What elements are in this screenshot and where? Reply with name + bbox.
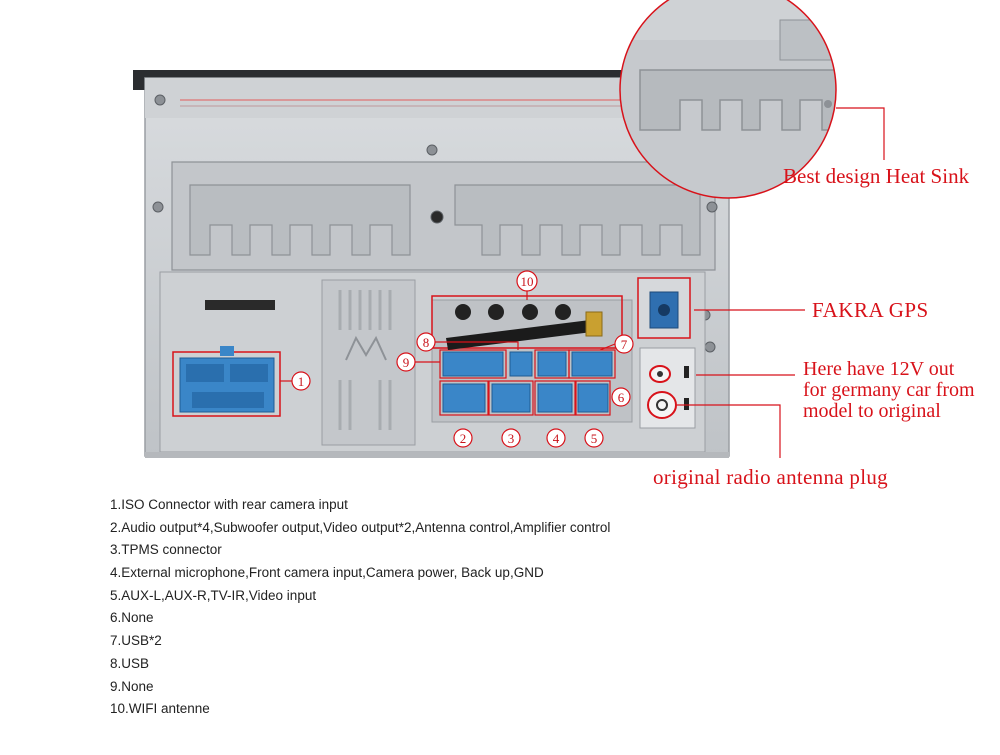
marker-4: 4 [546, 428, 566, 448]
svg-text:8: 8 [423, 335, 430, 350]
legend-item: 6.None [110, 610, 154, 626]
legend-item: 5.AUX-L,AUX-R,TV-IR,Video input [110, 587, 317, 603]
svg-text:1: 1 [298, 374, 305, 389]
port-block [431, 295, 633, 423]
svg-text:6: 6 [618, 390, 625, 405]
12v-out-line-1: Here have 12V out [803, 358, 955, 380]
marker-9: 9 [396, 352, 416, 372]
marker-3: 3 [501, 428, 521, 448]
legend-item: 2.Audio output*4,Subwoofer output,Video … [110, 519, 611, 535]
svg-text:10: 10 [521, 274, 534, 289]
iso-connector [172, 346, 281, 417]
marker-7: 7 [614, 334, 634, 354]
svg-text:4: 4 [553, 431, 560, 446]
marker-5: 5 [584, 428, 604, 448]
12v-out-callout: Here have 12V out for germany car from m… [803, 359, 975, 422]
marker-6: 6 [611, 387, 631, 407]
legend-item: 1.ISO Connector with rear camera input [110, 497, 348, 512]
port-legend: 1.ISO Connector with rear camera input 2… [110, 494, 610, 721]
heat-sink-fins [171, 161, 716, 271]
legend-item: 10.WIFI antenne [110, 701, 210, 717]
svg-text:9: 9 [403, 355, 410, 370]
legend-item: 7.USB*2 [110, 633, 162, 649]
heat-sink-callout: Best design Heat Sink [783, 164, 970, 188]
marker-2: 2 [453, 428, 473, 448]
legend-item: 9.None [110, 678, 154, 694]
port-number-markers: 1 2 3 4 5 6 7 8 9 10 [291, 270, 634, 448]
svg-text:5: 5 [591, 431, 598, 446]
svg-text:2: 2 [460, 431, 467, 446]
legend-item: 3.TPMS connector [110, 542, 222, 558]
leader-lines [280, 107, 885, 458]
marker-8: 8 [416, 332, 436, 352]
radio-antenna-callout: original radio antenna plug [653, 465, 888, 489]
marker-1: 1 [291, 371, 311, 391]
12v-out-line-3: model to original [803, 400, 941, 422]
legend-item: 4.External microphone,Front camera input… [110, 565, 544, 581]
legend-item: 8.USB [110, 655, 150, 671]
svg-text:7: 7 [621, 337, 628, 352]
12v-out-line-2: for germany car from [803, 379, 975, 401]
radio-antenna-socket [639, 347, 696, 429]
fakra-gps-callout: FAKRA GPS [812, 298, 929, 322]
marker-10: 10 [516, 270, 538, 292]
fakra-gps-connector [637, 277, 691, 339]
svg-text:3: 3 [508, 431, 515, 446]
